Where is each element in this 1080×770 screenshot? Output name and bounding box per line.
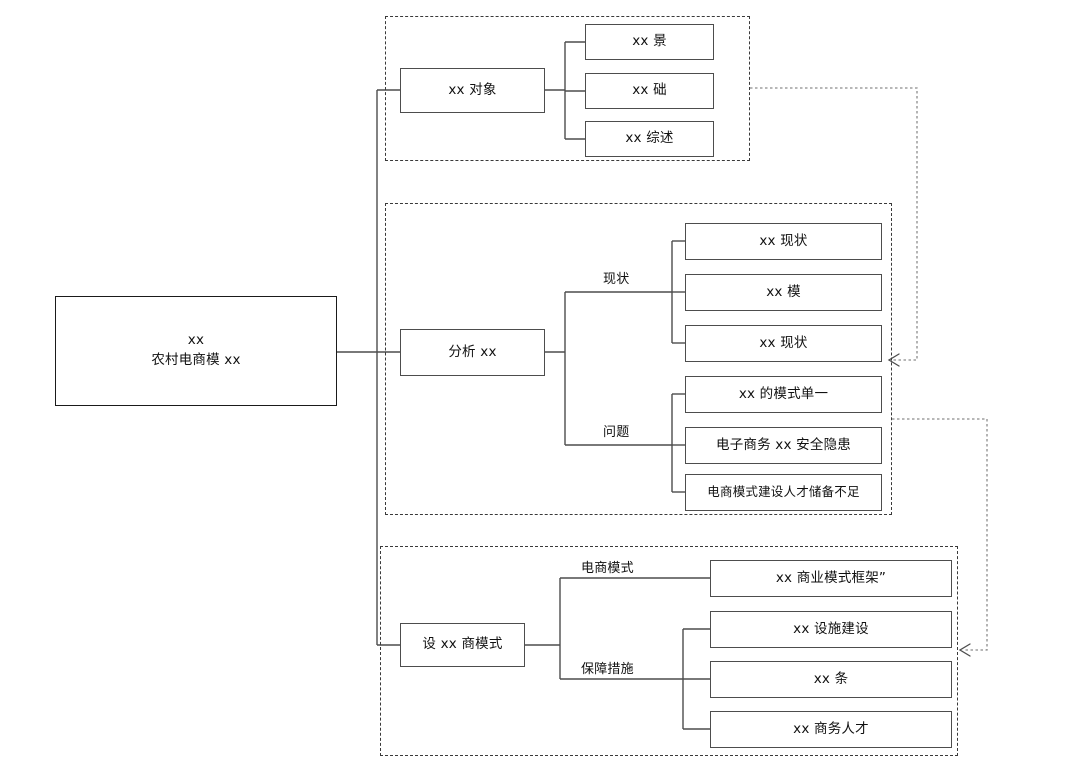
leaf-node-analysis-4[interactable]: xx 的模式单一 [685,376,882,413]
leaf-node-analysis-5[interactable]: 电子商务 xx 安全隐患 [685,427,882,464]
group-box-design [380,546,958,756]
edge-label-design-measures: 保障措施 [578,658,637,677]
leaf-node-objective-2[interactable]: xx 础 [585,73,714,109]
branch-node-objective[interactable]: xx 对象 [400,68,545,113]
leaf-node-analysis-3[interactable]: xx 现状 [685,325,882,362]
leaf-node-design-1[interactable]: xx 商业模式框架” [710,560,952,597]
root-node[interactable]: xx 农村电商模 xx [55,296,337,406]
leaf-node-analysis-6[interactable]: 电商模式建设人才储备不足 [685,474,882,511]
leaf-node-design-4[interactable]: xx 商务人才 [710,711,952,748]
leaf-node-analysis-1[interactable]: xx 现状 [685,223,882,260]
leaf-node-objective-3[interactable]: xx 综述 [585,121,714,157]
branch-node-design[interactable]: 设 xx 商模式 [400,623,525,667]
arrowhead-into-design [958,643,971,657]
branch-node-analysis[interactable]: 分析 xx [400,329,545,376]
group-box-objective [385,16,750,161]
edge-label-design-model: 电商模式 [578,557,637,576]
leaf-node-objective-1[interactable]: xx 景 [585,24,714,60]
leaf-node-design-2[interactable]: xx 设施建设 [710,611,952,648]
leaf-node-design-3[interactable]: xx 条 [710,661,952,698]
edge-label-analysis-status: 现状 [600,268,633,287]
leaf-node-analysis-2[interactable]: xx 模 [685,274,882,311]
edge-label-analysis-problem: 问题 [600,421,633,440]
